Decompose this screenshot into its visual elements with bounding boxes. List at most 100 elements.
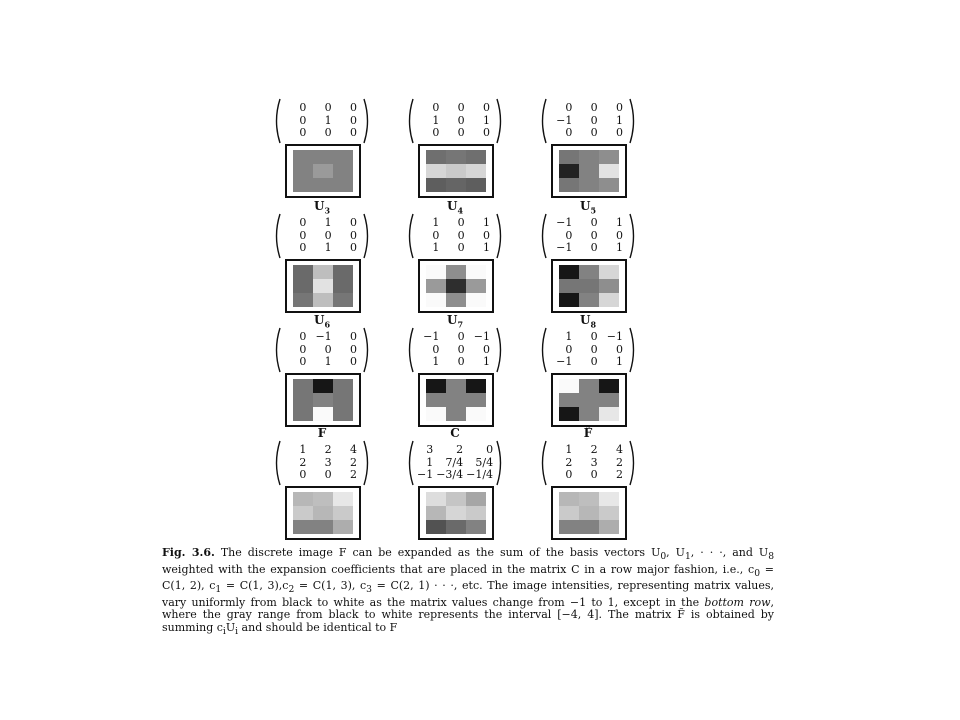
matrix-entry: 0 [350,241,357,255]
image-pixel [313,150,333,164]
matrix-entry: 1 [324,355,332,369]
image-pixel [293,150,313,164]
matrix-entry: 0 [457,241,465,255]
matrix-entry: 0 [590,355,598,369]
image-pixel [446,407,466,421]
matrix-entry: 0 [350,101,357,114]
left-paren-icon [272,440,282,486]
matrix-entry: 2 [616,455,623,469]
matrix-entry: 1 [432,216,440,229]
matrix-entry: 1 [616,355,623,369]
caption-text: U [225,620,236,634]
cell-label-text: U [313,313,325,327]
matrix-entry: 0 [457,113,465,127]
matrix-entry: 0 [483,342,490,356]
matrix-entry: 2 [456,443,464,456]
image-pixel [599,407,619,421]
basis-image [418,259,494,313]
image-pixel [446,379,466,393]
matrix-entry: 2 [565,455,573,469]
matrix-entry: 0 [616,126,623,140]
image-pixel [293,393,313,407]
caption-text: = C(1, 2), c [162,562,775,593]
left-paren-icon [538,440,548,486]
matrix-entry: 0 [432,342,440,356]
matrix-entry: 0 [457,342,465,356]
matrix-entry: 0 [590,228,598,242]
caption-text: · · ·, and U [700,546,769,559]
right-paren-icon [495,213,505,259]
image-pixel [466,379,486,393]
image-pixel [333,407,353,421]
cell-label-text: U [579,313,591,327]
image-pixel [466,150,486,164]
right-paren-icon [628,440,638,486]
image-pixel [293,279,313,293]
image-pixel [579,492,599,506]
caption-sub: 2 [288,584,295,596]
image-pixel [426,164,446,178]
cell-label-text: C [450,426,460,440]
cell-label: F̃ [538,426,638,444]
cell-label: U6 [272,313,372,331]
matrix-entry: 0 [565,342,573,356]
caption-sub: 8 [768,551,775,563]
matrix-entry: 1 [432,113,440,127]
basis-image [551,373,627,427]
image-pixel [426,520,446,534]
basis-image [285,259,361,313]
matrix-entry: 4 [616,443,623,456]
caption-sub: i [235,625,239,637]
caption-text: should be identical to F [265,620,398,634]
cell-label-text: F [317,426,327,440]
image-pixel [446,492,466,506]
matrix-entry: 0 [565,468,573,482]
image-pixel [426,178,446,192]
image-pixel [599,265,619,279]
left-paren-icon [272,98,282,144]
image-pixel [579,506,599,520]
matrix-entry: 0 [432,228,440,242]
matrix-entry: 1 [432,241,440,255]
matrix-entry: 0 [299,468,307,482]
image-pixel [579,265,599,279]
caption-text: weighted with the expansion coefficients… [162,562,607,576]
caption-text: = C(2, 1) · · ·, [371,579,458,593]
matrix-entry: 0 [457,355,465,369]
caption-sub: 0 [754,567,761,579]
matrix-entry: 0 [590,101,598,114]
matrix-entry: 0 [457,101,465,114]
image-pixel [313,164,333,178]
basis-image [551,259,627,313]
caption-sub: 3 [366,584,372,596]
image-pixel [426,293,446,307]
right-paren-icon [362,98,372,144]
image-pixel [466,293,486,307]
image-pixel [333,492,353,506]
matrix-entry: 1 [616,216,623,229]
matrix-entry: −1 [556,241,573,255]
image-pixel [293,265,313,279]
image-pixel [313,393,333,407]
image-pixel [446,178,466,192]
matrix-entry: 0 [350,228,357,242]
matrix-entry: 0 [350,113,357,127]
image-pixel [313,178,333,192]
caption-text: = C(1, 3),c [221,579,289,593]
image-pixel [293,520,313,534]
image-pixel [559,164,579,178]
image-pixel [333,379,353,393]
image-pixel [599,279,619,293]
right-paren-icon [495,327,505,373]
image-pixel [426,279,446,293]
matrix-entry: 0 [350,330,357,343]
matrix-entry: 1 [426,455,434,469]
matrix-entry: 0 [324,126,332,140]
